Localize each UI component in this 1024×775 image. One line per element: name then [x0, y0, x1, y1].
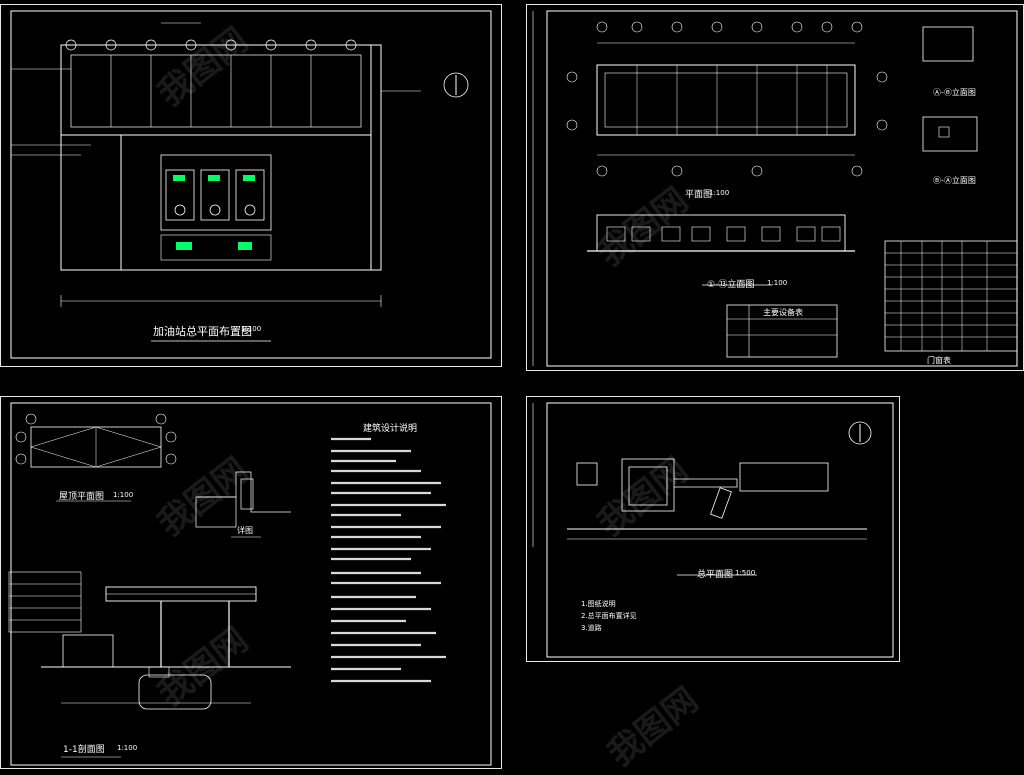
side-elevation-title-b: Ⓑ-Ⓐ立面图 [933, 176, 976, 185]
master-plan-note-3: 3.道路 [581, 624, 602, 632]
sheet-title: 加油站总平面布置图 [153, 325, 252, 338]
master-plan-note-1: 1.图纸说明 [581, 600, 616, 608]
master-plan-drawing [532, 402, 894, 658]
drawing-sheet-master-plan: 总平面图 1:500 1.图纸说明 2.总平面布置详见 3.道路 [526, 396, 900, 662]
notes-title: 建筑设计说明 [363, 424, 418, 434]
plan-scale: 1:100 [709, 189, 730, 197]
drawing-sheet-section: 屋顶平面图 1:100 1-1剖面图 1:100 建筑设计说明 详图 [0, 396, 502, 769]
drawing-sheet-site-plan: 加油站总平面布置图 1:100 [0, 4, 502, 367]
equipment-legend-title: 主要设备表 [763, 308, 803, 317]
door-window-table-title: 门窗表 [927, 356, 951, 365]
floor-plan-drawing [532, 10, 1018, 367]
roof-plan-scale: 1:100 [113, 491, 134, 499]
section-title: 1-1剖面图 [63, 745, 105, 755]
master-plan-title: 总平面图 [697, 570, 734, 580]
sheet-scale: 1:100 [241, 325, 262, 333]
drawing-sheet-floor-plan: 平面图 1:100 ①-⑬立面图 1:100 Ⓐ-Ⓑ立面图 Ⓑ-Ⓐ立面图 主要设… [526, 4, 1024, 371]
section-drawing [8, 402, 492, 766]
elevation-title: ①-⑬立面图 [707, 280, 755, 290]
site-plan-drawing [10, 10, 492, 359]
master-plan-scale: 1:500 [735, 569, 756, 577]
side-elevation-title-a: Ⓐ-Ⓑ立面图 [933, 88, 976, 97]
roof-plan-title: 屋顶平面图 [59, 492, 105, 502]
section-scale: 1:100 [117, 744, 138, 752]
plan-title: 平面图 [685, 190, 713, 200]
master-plan-note-2: 2.总平面布置详见 [581, 612, 637, 620]
detail-label: 详图 [237, 526, 253, 535]
watermark: 我图网 [600, 680, 706, 775]
elevation-scale: 1:100 [767, 279, 788, 287]
